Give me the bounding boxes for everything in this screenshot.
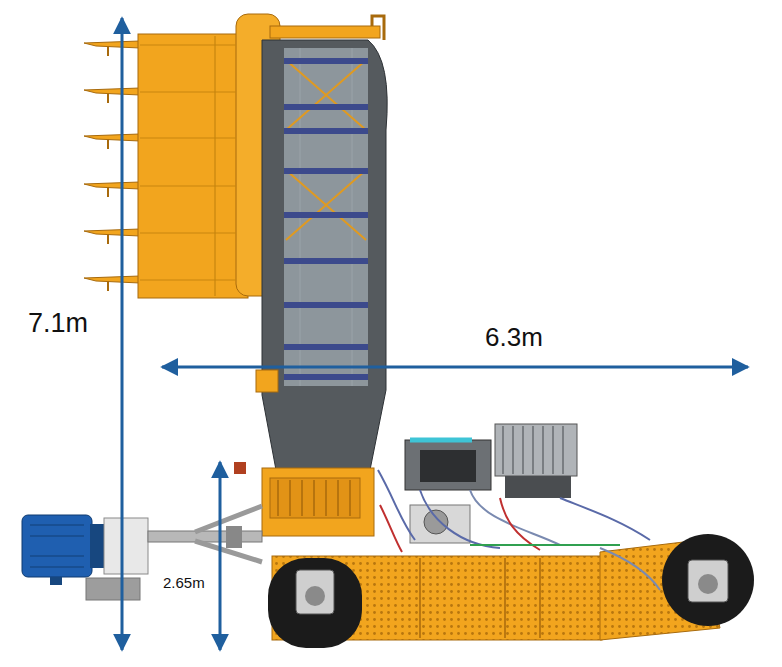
dimension-label: 2.65m: [163, 574, 205, 591]
dimension-label: 6.3m: [485, 323, 543, 353]
dimension-arrow: [121, 18, 124, 650]
dimension-arrow: [162, 366, 748, 369]
dimension-arrow: [219, 462, 222, 650]
dimension-label: 7.1m: [28, 308, 88, 339]
